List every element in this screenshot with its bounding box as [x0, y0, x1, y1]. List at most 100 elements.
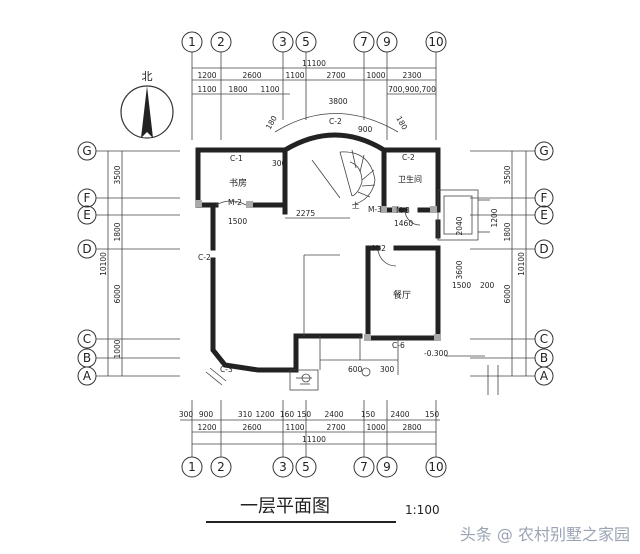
right-axis-bubbles: G F E D C B A [534, 141, 554, 386]
dim-top: 2700 [326, 71, 345, 80]
axis-label-top: 9 [383, 35, 391, 49]
dim-900: 900 [358, 125, 373, 134]
dim-bottom-small: 310 [238, 410, 253, 419]
dim-bottom: 2800 [402, 423, 421, 432]
axis-label-bottom: 3 [279, 460, 287, 474]
axis-label-right: C [540, 332, 548, 346]
axis-label-right: A [540, 369, 549, 383]
dim-1500: 1500 [452, 281, 471, 290]
dim-right-total: 10100 [517, 252, 526, 276]
left-dimensions: 10100 3500 1800 6000 1000 [99, 151, 123, 376]
mark-c2: C-2 [198, 253, 211, 262]
axis-label-bottom: 1 [188, 460, 196, 474]
dim-right-1200: 1200 [490, 208, 499, 227]
column-hatches [195, 200, 441, 341]
top-axis-bubbles: 1 2 3 5 7 9 10 [181, 31, 447, 53]
mark-300: 300 [380, 365, 395, 374]
dim-bottom-small: 2400 [390, 410, 409, 419]
dim-bottom-small: 300 [179, 410, 194, 419]
dim-bottom: 2600 [242, 423, 261, 432]
dim-1460: 1460 [394, 219, 413, 228]
axis-label-bottom: 5 [302, 460, 310, 474]
dim-bottom-small: 150 [425, 410, 440, 419]
axis-label-top: 3 [279, 35, 287, 49]
axis-label-bottom: 10 [428, 460, 443, 474]
axis-label-right: D [539, 242, 548, 256]
dim-2275: 2275 [296, 209, 315, 218]
dim-180: 180 [264, 114, 279, 131]
plan-details [205, 113, 499, 395]
axis-label-left: F [84, 191, 91, 205]
mark-elevation: -0.300 [424, 349, 448, 358]
axis-label-left: G [82, 144, 91, 158]
mark-600: 600 [348, 365, 363, 374]
mark-c3: C-3 [220, 365, 233, 374]
dim-top-total: 11100 [302, 59, 326, 68]
axis-label-top: 5 [302, 35, 310, 49]
right-dimensions: 10100 3500 1800 6000 1200 [490, 151, 527, 376]
axis-label-left: C [83, 332, 91, 346]
dim-bottom: 2700 [326, 423, 345, 432]
dim-bottom: 1100 [285, 423, 304, 432]
dim-top: 1200 [197, 71, 216, 80]
watermark-text: 头条 @ 农村别墅之家园 [460, 525, 630, 544]
north-arrow: 北 [120, 70, 174, 139]
axis-label-left: D [82, 242, 91, 256]
dim-top: 1000 [366, 71, 385, 80]
top-dimensions: 11100 1200 2600 1100 2700 1000 2300 1100… [192, 59, 436, 106]
axis-label-top: 10 [428, 35, 443, 49]
left-axis-bubbles: G F E D C B A [77, 141, 97, 386]
dim-bottom-small: 150 [361, 410, 376, 419]
axis-label-left: A [83, 369, 92, 383]
dim-2040: 2040 [455, 216, 464, 235]
axis-label-bottom: 7 [360, 460, 368, 474]
axis-lines [96, 52, 535, 457]
dim-bottom-small: 150 [297, 410, 312, 419]
dim-left-total: 10100 [99, 252, 108, 276]
dim-top: 2300 [402, 71, 421, 80]
axis-label-bottom: 2 [217, 460, 225, 474]
mark-c2: C-2 [402, 153, 415, 162]
axis-label-top: 2 [217, 35, 225, 49]
axis-label-top: 1 [188, 35, 196, 49]
mark-m3: M-3 [396, 206, 410, 215]
axis-label-right: B [540, 351, 548, 365]
dim-top2-right: 700,900,700 [388, 85, 436, 94]
dim-arc-width: 3800 [328, 97, 347, 106]
dim-right: 3500 [503, 165, 512, 184]
dim-200: 200 [480, 281, 495, 290]
dim-bottom-small: 1200 [255, 410, 274, 419]
bottom-dimensions: 300 900 310 1200 160 150 2400 150 2400 1… [179, 410, 440, 445]
dim-left: 3500 [113, 165, 122, 184]
mark-c1: C-1 [230, 154, 243, 163]
dim-top2: 1100 [260, 85, 279, 94]
dim-top: 1100 [285, 71, 304, 80]
dim-180: 180 [394, 115, 409, 132]
dim-top2: 1800 [228, 85, 247, 94]
drawing-scale: 1:100 [405, 503, 440, 517]
drawing-title: 一层平面图 [240, 496, 330, 517]
axis-label-top: 7 [360, 35, 368, 49]
dim-bottom: 1200 [197, 423, 216, 432]
dim-bottom: 1000 [366, 423, 385, 432]
walls [195, 132, 441, 373]
dim-left: 6000 [113, 284, 122, 303]
dim-bottom-total: 11100 [302, 435, 326, 444]
mark-stair-up: 上 [352, 201, 360, 210]
dim-bottom-small: 2400 [324, 410, 343, 419]
mark-m3: M-3 [368, 205, 382, 214]
mark-m2: M-2 [372, 244, 386, 253]
mark-c2: C-2 [329, 117, 342, 126]
dim-300: 300 [272, 159, 287, 168]
mark-m2: M-2 [228, 198, 242, 207]
dim-3600: 3600 [455, 260, 464, 279]
dim-right: 1800 [503, 222, 512, 241]
room-study-label: 书房 [229, 177, 247, 189]
dim-bottom-small: 900 [199, 410, 214, 419]
room-wc-label: 卫生间 [398, 174, 422, 184]
dim-top: 2600 [242, 71, 261, 80]
dim-top2: 1100 [197, 85, 216, 94]
axis-label-right: E [540, 208, 548, 222]
dim-1500: 1500 [228, 217, 247, 226]
dim-right: 6000 [503, 284, 512, 303]
